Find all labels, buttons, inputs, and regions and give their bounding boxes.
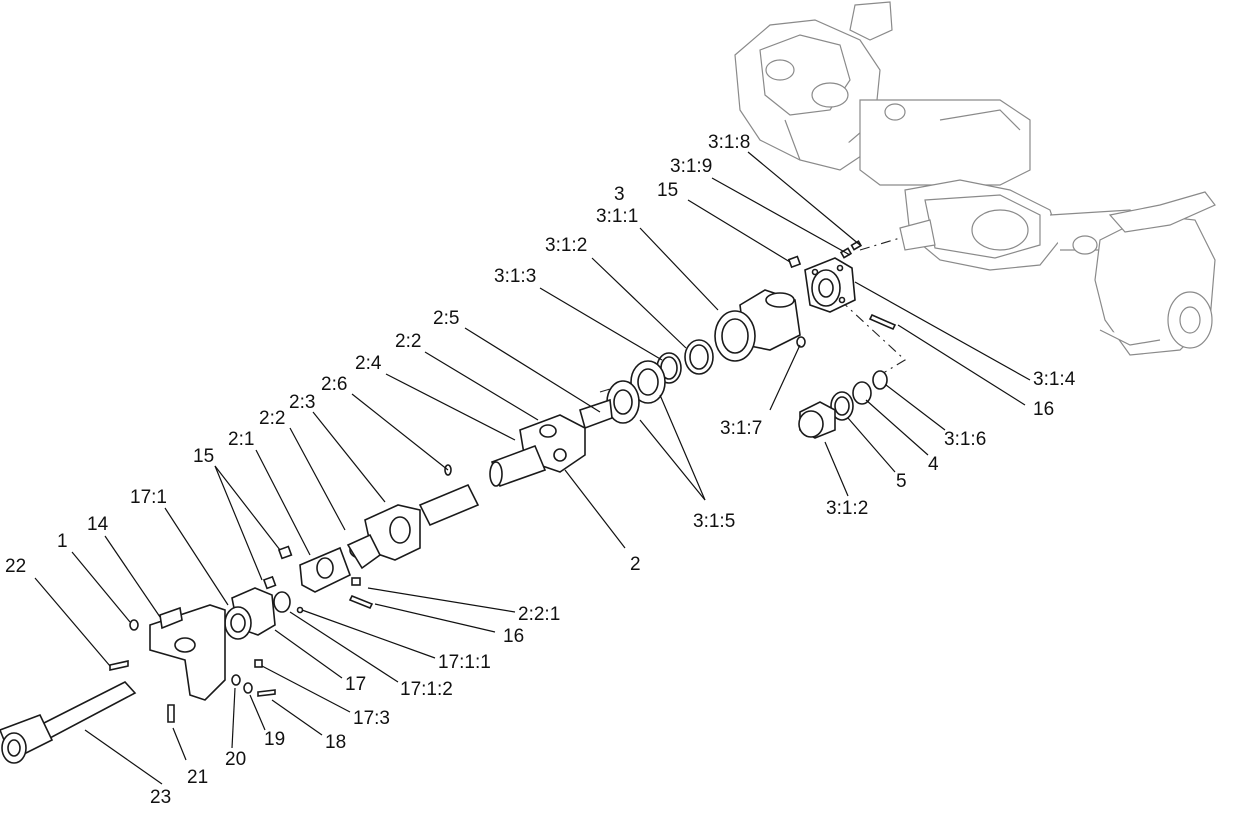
leader-line-c-3-1-4: [854, 281, 1031, 381]
leader-line-c-15-b: [214, 465, 281, 551]
leader-line-c-2-1: [255, 449, 311, 556]
callout-label-c-17-1-2: 17:1:2: [400, 679, 453, 700]
leader-line-c-2-2-b: [289, 427, 346, 531]
callout-label-c-2-4: 2:4: [355, 353, 382, 374]
leader-line-c-3-1-5: [639, 419, 706, 501]
leader-line-c-23: [84, 729, 163, 785]
leader-line-c-2-2-1: [367, 587, 516, 613]
leader-line-c-17-1: [164, 507, 229, 606]
small-parts-3-1: [606, 240, 897, 439]
callout-label-c-18: 18: [325, 732, 346, 753]
bearing-housing-17: [224, 587, 276, 697]
callout-label-c-2-2-b: 2:2: [259, 408, 285, 429]
callout-label-c-23: 23: [150, 787, 171, 808]
callout-label-c-3-1-7: 3:1:7: [720, 418, 762, 439]
callout-label-c-17-1: 17:1: [130, 487, 167, 508]
callout-label-c-17-3: 17:3: [353, 708, 390, 729]
leader-line-c-2-2-a: [424, 351, 539, 421]
callout-label-c-3-1-2-a: 3:1:2: [545, 235, 587, 256]
callout-label-c-17: 17: [345, 674, 366, 695]
leader-line-c-3-1-2-a: [591, 257, 687, 349]
universal-joint-2-2: [262, 504, 421, 614]
callout-label-c-3-1-5: 3:1:5: [693, 511, 735, 532]
leader-line-c-3-1-2-b: [824, 441, 849, 497]
callout-label-c-4: 4: [928, 454, 939, 475]
leader-line-c-3-1-6: [885, 384, 946, 431]
drive-shaft-2: [418, 398, 613, 527]
callout-label-c-2-1: 2:1: [228, 429, 254, 450]
callout-label-c-2-3: 2:3: [289, 392, 315, 413]
callout-label-c-3-1-3: 3:1:3: [494, 266, 536, 287]
leader-line-c-17: [274, 629, 343, 679]
callout-label-c-2-6: 2:6: [321, 374, 347, 395]
callout-label-c-22: 22: [5, 556, 26, 577]
callout-label-c-16-b: 16: [503, 626, 524, 647]
leader-line-c-3-1-1: [639, 227, 719, 311]
leader-line-c-15-b: [214, 465, 263, 581]
leader-line-c-15-a: [687, 199, 791, 263]
callout-label-c-3-1-1: 3:1:1: [596, 206, 638, 227]
leader-line-c-16-a: [897, 324, 1026, 406]
callout-label-c-15-a: 15: [657, 180, 678, 201]
callout-label-c-21: 21: [187, 767, 208, 788]
mounting-bracket-14: [109, 604, 226, 723]
leader-line-c-3-1-9: [711, 177, 851, 256]
callout-label-c-3-1-4: 3:1:4: [1033, 369, 1076, 390]
callout-label-c-14: 14: [87, 514, 109, 535]
leader-line-c-22: [34, 577, 111, 667]
leader-line-c-17-3: [261, 665, 351, 713]
callouts: 3:1:83:1:933:1:1153:1:23:1:32:52:22:42:6…: [5, 132, 1076, 808]
leader-line-c-18: [271, 699, 323, 736]
callout-label-c-3-1-6: 3:1:6: [944, 429, 986, 450]
callout-label-c-19: 19: [264, 729, 285, 750]
callout-label-c-2-2-1: 2:2:1: [518, 604, 560, 625]
leader-line-c-4: [865, 399, 929, 456]
leader-line-c-2-5: [464, 327, 601, 413]
leader-line-c-20: [231, 687, 236, 749]
leader-line-c-21: [172, 727, 187, 761]
callout-label-c-3: 3: [614, 184, 625, 205]
leader-line-c-2-6: [351, 393, 449, 471]
leader-line-c-5: [847, 417, 896, 473]
callout-label-c-20: 20: [225, 749, 246, 770]
leader-line-c-17-1-1: [301, 609, 436, 659]
callout-label-c-16-a: 16: [1033, 399, 1054, 420]
leader-line-c-3-1-7: [769, 344, 801, 411]
assembly-centerlines: [599, 237, 906, 393]
callout-label-c-2-5: 2:5: [433, 308, 459, 329]
callout-label-c-3-1-8: 3:1:8: [708, 132, 750, 153]
callout-label-c-1: 1: [57, 531, 68, 552]
leader-line-c-19: [249, 694, 266, 731]
callout-label-c-2-2-a: 2:2: [395, 331, 421, 352]
callout-label-c-3-1-2-b: 3:1:2: [826, 498, 868, 519]
callout-label-c-2: 2: [630, 554, 641, 575]
leader-line-c-2-4: [385, 373, 516, 441]
leader-line-c-14: [104, 535, 161, 618]
flange-yoke-3-1-4: [804, 257, 856, 313]
leader-line-c-1: [71, 551, 131, 623]
callout-label-c-5: 5: [896, 471, 907, 492]
leader-line-c-2: [564, 469, 626, 549]
input-shaft-23: [0, 681, 137, 764]
callout-label-c-17-1-1: 17:1:1: [438, 652, 491, 673]
leader-line-c-16-b: [374, 603, 496, 633]
axle-housing-illustration: [734, 1, 1216, 356]
callout-label-c-3-1-9: 3:1:9: [670, 156, 712, 177]
leader-line-c-3-1-8: [747, 151, 861, 246]
callout-label-c-15-b: 15: [193, 446, 214, 467]
leader-line-c-2-3: [312, 411, 386, 503]
bearing-cup-3-1-1: [714, 289, 801, 362]
leader-line-c-3-1-3: [539, 287, 663, 361]
leader-line-c-17-1-2: [289, 611, 399, 683]
leader-line-c-3-1-5: [659, 394, 706, 501]
